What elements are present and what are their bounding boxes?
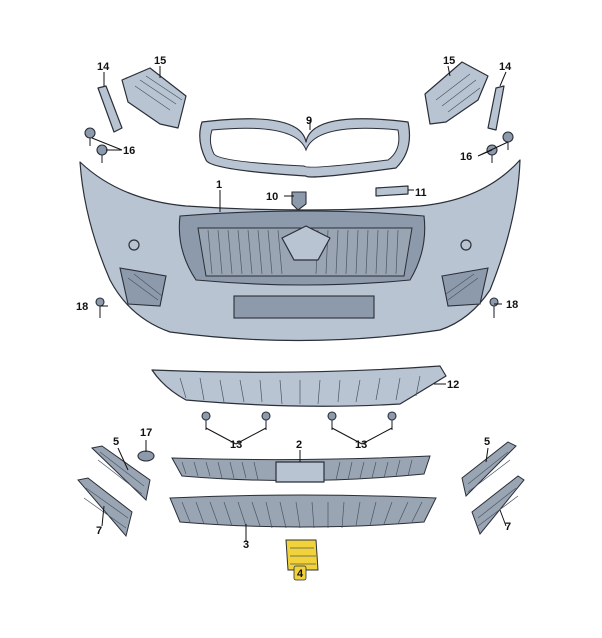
- callout-9: 9: [306, 115, 312, 127]
- lower-grille-3: [169, 494, 437, 529]
- callout-15-right: 15: [443, 55, 455, 67]
- upper-grille-2: [171, 455, 431, 483]
- callout-2: 2: [296, 439, 302, 451]
- callout-16-right: 16: [460, 151, 472, 163]
- callout-1: 1: [216, 179, 222, 191]
- callout-17: 17: [140, 427, 152, 439]
- side-grille-5-left: [90, 445, 151, 501]
- clip-17: [137, 450, 155, 462]
- left-bracket-15: [121, 67, 187, 129]
- callout-7-right: 7: [505, 521, 511, 533]
- callout-12: 12: [447, 379, 459, 391]
- callouts: 1 2 3 4 5 5 7 7 9 10 11 12 13 13 14 14 1…: [76, 55, 518, 581]
- screws-16-left: [84, 127, 108, 163]
- grille-frame-9: [199, 118, 411, 178]
- callout-15-left: 15: [154, 55, 166, 67]
- callout-18-left: 18: [76, 301, 88, 313]
- callout-14-left: 14: [97, 61, 110, 73]
- right-bracket-14: [487, 85, 505, 131]
- screw-18-right: [489, 297, 499, 318]
- callout-10: 10: [266, 191, 278, 203]
- screw-18-left: [95, 297, 105, 318]
- callout-13-right: 13: [355, 439, 367, 451]
- callout-18-right: 18: [506, 299, 518, 311]
- side-grille-5-right: [461, 441, 517, 497]
- side-grille-7-left: [77, 477, 133, 538]
- callout-5-left: 5: [113, 436, 119, 448]
- callout-11: 11: [415, 187, 427, 199]
- callout-16-left: 16: [123, 145, 135, 157]
- side-grille-7-right: [471, 475, 525, 535]
- clip-10: [291, 191, 307, 211]
- callout-14-right: 14: [499, 61, 512, 73]
- callout-13-left: 13: [230, 439, 242, 451]
- right-bracket-15: [424, 61, 489, 125]
- screws-13-right: [327, 411, 397, 430]
- grille-slats: [197, 225, 413, 277]
- screws-13-left: [201, 411, 271, 430]
- callout-7-left: 7: [96, 525, 102, 537]
- highlighted-part-4: [285, 539, 319, 571]
- screws-16-right: [486, 131, 514, 163]
- emblem-11: [375, 185, 409, 197]
- bumper-cover-1: [79, 159, 521, 342]
- callout-3: 3: [243, 539, 249, 551]
- callout-4: 4: [297, 568, 304, 580]
- callout-5-right: 5: [484, 436, 490, 448]
- spoiler-12: [151, 365, 447, 407]
- left-bracket-14: [97, 85, 123, 133]
